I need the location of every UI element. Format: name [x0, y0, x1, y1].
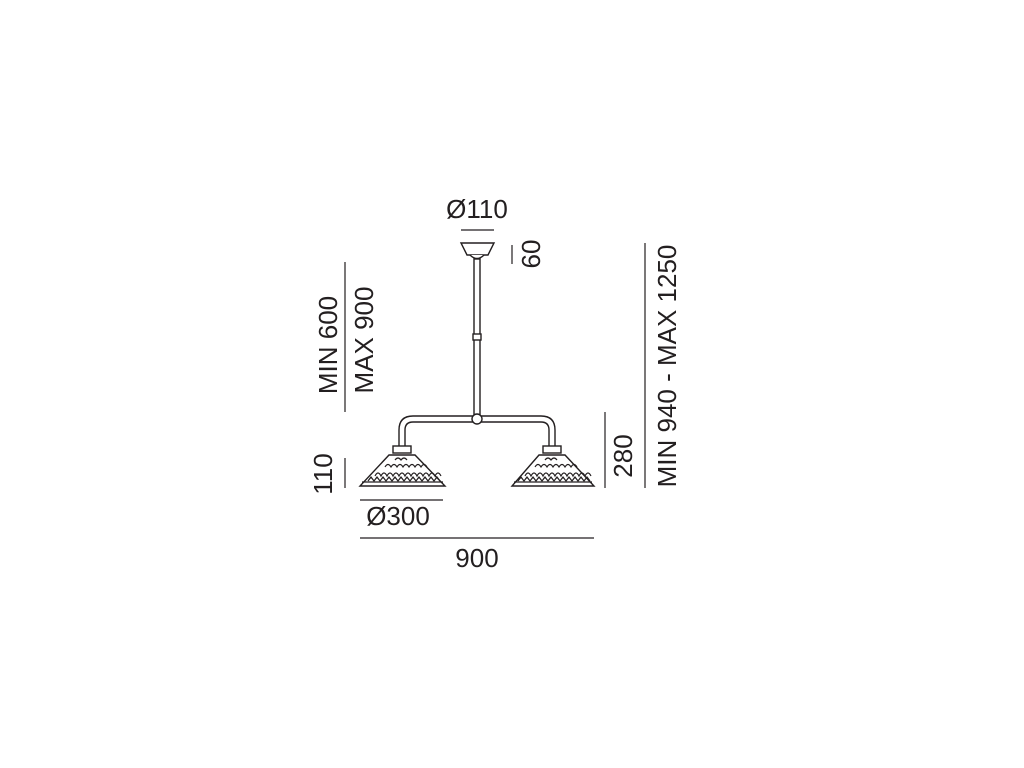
- left-shade: [358, 445, 447, 487]
- right-shade-pattern: [517, 457, 592, 482]
- shade-height-label: 110: [308, 453, 338, 494]
- rod-joint: [472, 333, 482, 341]
- ceiling-canopy: [459, 242, 496, 256]
- arm-height-label: 280: [608, 434, 638, 477]
- shade-diameter-label: Ø300: [366, 501, 430, 531]
- total-height-label: MIN 940 - MAX 1250: [652, 245, 682, 488]
- rod-length-min-label: MIN 600: [313, 296, 343, 394]
- total-width-label: 900: [455, 543, 498, 573]
- canopy-neck: [469, 254, 485, 260]
- rod-length-max-label: MAX 900: [349, 287, 379, 394]
- canopy-diameter-label: Ø110: [446, 194, 508, 224]
- left-shade-pattern: [367, 457, 442, 482]
- canopy-height-label: 60: [516, 240, 546, 269]
- right-shade: [510, 445, 596, 487]
- arm-center-knob: [471, 413, 483, 425]
